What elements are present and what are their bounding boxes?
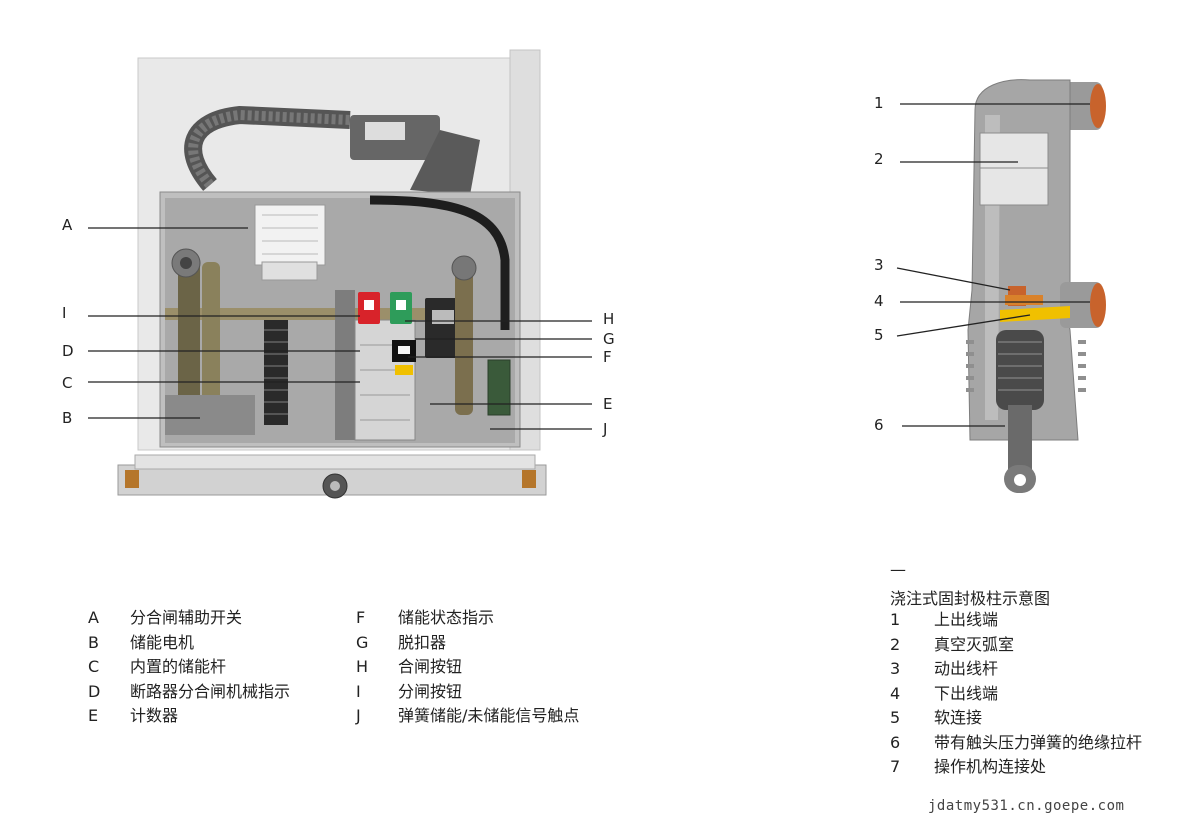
legend-item: 1 上出线端 — [890, 608, 1142, 633]
legend-item: 2 真空灭弧室 — [890, 633, 1142, 658]
legend-text: 脱扣器 — [398, 632, 447, 652]
callout-c: C — [62, 374, 72, 392]
watermark: jdatmy531.cn.goepe.com — [928, 798, 1125, 814]
legend-text: 分闸按钮 — [398, 681, 463, 701]
legend-key: 1 — [890, 610, 901, 629]
pole-legend: 1 上出线端 2 真空灭弧室 3 动出线杆 4 下出线端 5 软连接 6 带有触头压力弹簧的… — [890, 608, 1142, 780]
legend-text: 动出线杆 — [934, 659, 999, 678]
callout-b: B — [62, 409, 72, 427]
legend-text: 断路器分合闸机械指示 — [130, 681, 291, 701]
legend-item: 7 操作机构连接处 — [890, 755, 1142, 780]
pole-illustration — [966, 79, 1106, 493]
callout-e: E — [603, 395, 612, 413]
legend-item: E 计数器 — [88, 704, 290, 729]
legend-key: J — [356, 706, 361, 725]
legend-key: I — [356, 681, 361, 701]
legend-key: D — [88, 681, 101, 701]
legend-text: 下出线端 — [934, 683, 999, 703]
pole-dash: — — [890, 560, 906, 579]
legend-item: B 储能电机 — [88, 631, 290, 656]
legend-key: C — [88, 657, 100, 676]
legend-text: 真空灭弧室 — [934, 634, 1015, 654]
callout-3: 3 — [874, 256, 884, 274]
breaker-legend-col2: F 储能状态指示 G 脱扣器 H 合闸按钮 I 分闸按钮 J 弹簧储能/未储能信号触点 — [356, 606, 579, 729]
pole-leader-lines — [896, 103, 1090, 427]
breaker-illustration — [117, 49, 547, 499]
legend-item: 5 软连接 — [890, 706, 1142, 731]
callout-h: H — [603, 310, 614, 328]
callout-d: D — [62, 342, 74, 360]
legend-key: 5 — [890, 708, 901, 727]
leader-line-5 — [896, 314, 1031, 337]
callout-j: J — [602, 420, 607, 438]
legend-item: G 脱扣器 — [356, 631, 579, 656]
leader-line-3 — [896, 267, 1011, 291]
legend-key: H — [356, 657, 369, 676]
legend-text: 弹簧储能/未储能信号触点 — [398, 706, 580, 725]
legend-item: F 储能状态指示 — [356, 606, 579, 631]
breaker-leader-lines — [88, 227, 592, 430]
legend-key: F — [356, 608, 366, 627]
legend-key: A — [88, 608, 99, 627]
callout-5: 5 — [874, 326, 884, 344]
callout-f: F — [603, 348, 612, 366]
legend-text: 储能状态指示 — [398, 608, 495, 627]
legend-item: H 合闸按钮 — [356, 655, 579, 680]
callout-g: G — [603, 330, 615, 348]
callout-4: 4 — [874, 292, 884, 310]
legend-item: I 分闸按钮 — [356, 680, 579, 705]
legend-key: 2 — [890, 634, 901, 654]
legend-key: 3 — [890, 659, 901, 678]
callout-1: 1 — [874, 94, 884, 112]
legend-key: B — [88, 632, 99, 652]
legend-text: 带有触头压力弹簧的绝缘拉杆 — [934, 732, 1143, 752]
callout-a: A — [62, 216, 73, 234]
callout-6: 6 — [874, 416, 884, 434]
legend-text: 计数器 — [130, 706, 179, 725]
callout-2: 2 — [874, 150, 884, 168]
legend-text: 操作机构连接处 — [934, 757, 1047, 776]
callout-i: I — [62, 304, 66, 322]
legend-item: 6 带有触头压力弹簧的绝缘拉杆 — [890, 731, 1142, 756]
legend-key: E — [88, 706, 99, 725]
legend-text: 分合闸辅助开关 — [130, 608, 243, 627]
legend-text: 内置的储能杆 — [130, 657, 227, 676]
legend-item: C 内置的储能杆 — [88, 655, 290, 680]
breaker-legend-col1: A 分合闸辅助开关 B 储能电机 C 内置的储能杆 D 断路器分合闸机械指示 E 计数器 — [88, 606, 290, 729]
legend-text: 软连接 — [934, 708, 983, 727]
legend-text: 上出线端 — [934, 610, 999, 629]
legend-item: 3 动出线杆 — [890, 657, 1142, 682]
legend-key: G — [356, 632, 369, 652]
pole-title: 浇注式固封极柱示意图 — [890, 589, 1051, 608]
legend-key: 4 — [890, 683, 901, 703]
legend-text: 储能电机 — [130, 632, 195, 652]
legend-text: 合闸按钮 — [398, 657, 463, 676]
legend-key: 6 — [890, 732, 901, 752]
legend-item: 4 下出线端 — [890, 682, 1142, 707]
legend-key: 7 — [890, 757, 901, 776]
legend-item: D 断路器分合闸机械指示 — [88, 680, 290, 705]
legend-item: A 分合闸辅助开关 — [88, 606, 290, 631]
legend-item: J 弹簧储能/未储能信号触点 — [356, 704, 579, 729]
